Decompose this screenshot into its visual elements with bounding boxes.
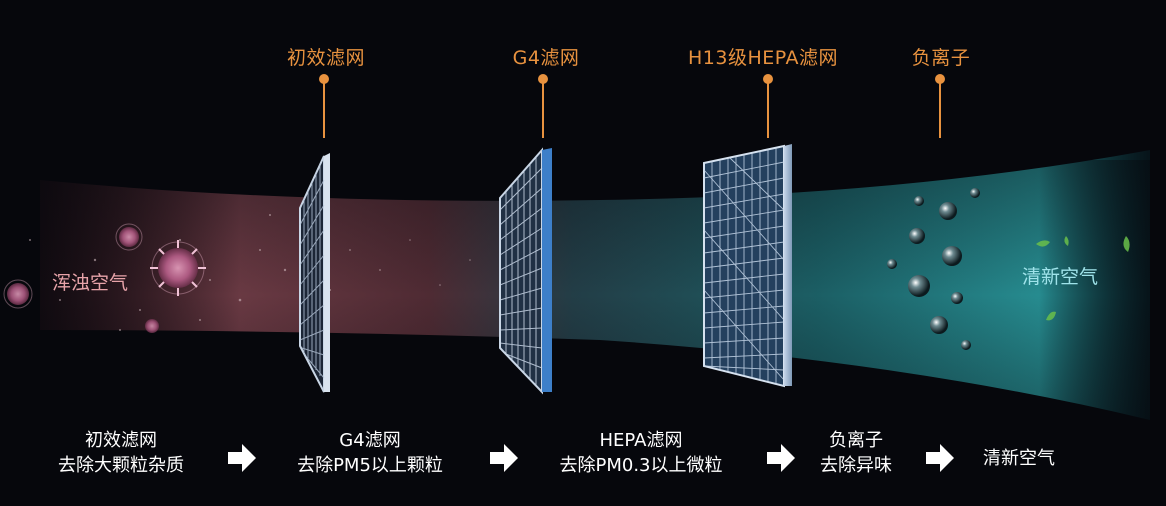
step-hepa-filter: HEPA滤网 去除PM0.3以上微粒 <box>559 428 722 478</box>
step-title: 清新空气 <box>983 448 1055 469</box>
label-primary-filter: 初效滤网 <box>286 47 366 69</box>
g4-filter-icon <box>499 147 552 395</box>
right-arrow-icons <box>228 444 954 472</box>
virus-icons <box>3 223 206 333</box>
primary-filter-icon <box>299 153 330 393</box>
label-anion: 负离子 <box>911 47 971 69</box>
step-title: HEPA滤网 <box>599 430 683 451</box>
step-title: 初效滤网 <box>85 430 157 451</box>
step-primary-filter: 初效滤网 去除大颗粒杂质 <box>58 428 184 478</box>
label-hepa-filter: H13级HEPA滤网 <box>688 47 838 69</box>
step-anion: 负离子 去除异味 <box>820 428 892 478</box>
step-desc: 去除PM0.3以上微粒 <box>559 455 723 476</box>
step-desc: 去除异味 <box>820 455 892 476</box>
step-desc: 去除PM5以上颗粒 <box>297 455 443 476</box>
step-clean-air: 清新空气 <box>983 446 1055 471</box>
clean-air-label: 清新空气 <box>1022 266 1099 288</box>
hepa-filter-icon <box>703 144 792 388</box>
step-title: G4滤网 <box>339 430 401 451</box>
label-g4-filter: G4滤网 <box>512 47 580 69</box>
step-g4-filter: G4滤网 去除PM5以上颗粒 <box>297 428 443 478</box>
step-title: 负离子 <box>829 430 883 451</box>
leaf-icons <box>1036 236 1130 321</box>
label-connectors <box>319 74 945 138</box>
anion-bubble-icons <box>887 188 980 350</box>
step-desc: 去除大颗粒杂质 <box>58 455 184 476</box>
dirty-air-label: 浑浊空气 <box>52 272 129 294</box>
